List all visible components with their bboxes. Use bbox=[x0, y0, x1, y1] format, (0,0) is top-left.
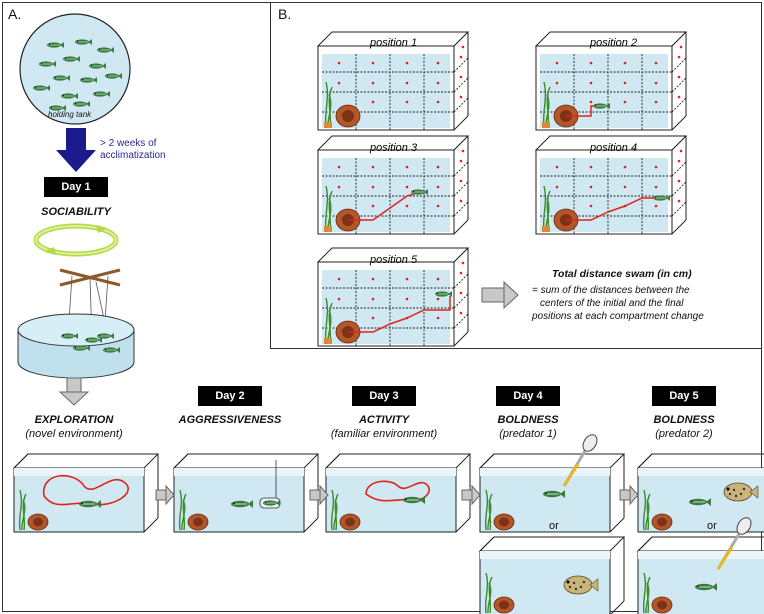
day2-box: Day 2 bbox=[198, 386, 262, 406]
day4-box: Day 4 bbox=[496, 386, 560, 406]
total-distance-line3: positions at each compartment change bbox=[532, 311, 704, 322]
day5-or-label: or bbox=[707, 520, 717, 532]
position-4-tank bbox=[535, 135, 687, 235]
position-5-tank bbox=[317, 247, 469, 347]
position-3-tank bbox=[317, 135, 469, 235]
result-arrow-icon bbox=[481, 280, 519, 310]
exploration-phase: EXPLORATION bbox=[34, 414, 114, 426]
day5-phase: BOLDNESS bbox=[653, 414, 715, 426]
exploration-tank bbox=[13, 453, 159, 533]
day3-phase: ACTIVITY bbox=[358, 414, 410, 426]
day3-tank bbox=[325, 453, 471, 533]
position-4-label: position 4 bbox=[590, 142, 638, 154]
day5-box: Day 5 bbox=[652, 386, 716, 406]
day4-phase: BOLDNESS bbox=[497, 414, 559, 426]
position-1-label: position 1 bbox=[370, 37, 418, 49]
position-2-label: position 2 bbox=[590, 37, 638, 49]
total-distance-line1: = sum of the distances between the bbox=[532, 285, 690, 296]
day4-or-label: or bbox=[549, 520, 559, 532]
swirl-arrow-icon bbox=[33, 223, 119, 257]
day4-tank-alt bbox=[479, 536, 625, 614]
panel-b-label: B. bbox=[278, 6, 292, 22]
day3-sub: (familiar environment) bbox=[330, 428, 438, 440]
day1-phase: SOCIABILITY bbox=[41, 206, 111, 218]
day1-box: Day 1 bbox=[44, 177, 108, 197]
acclimatization-line2: acclimatization bbox=[100, 150, 166, 161]
acclimatization-line1: > 2 weeks of bbox=[100, 138, 157, 149]
total-distance-title: Total distance swam (in cm) bbox=[552, 268, 692, 280]
day4-tank bbox=[479, 430, 625, 533]
position-2-tank bbox=[535, 31, 687, 131]
position-3-label: position 3 bbox=[370, 142, 418, 154]
panel-b-border bbox=[270, 2, 762, 349]
day2-phase: AGGRESSIVENESS bbox=[178, 414, 282, 426]
day4-sub: (predator 1) bbox=[499, 428, 557, 440]
position-5-label: position 5 bbox=[370, 254, 418, 266]
exploration-sub: (novel environment) bbox=[25, 428, 123, 440]
holding-tank-label: holding tank bbox=[48, 110, 92, 119]
acclimatization-arrow-icon bbox=[56, 128, 96, 172]
grey-down-arrow-icon bbox=[58, 377, 90, 406]
day3-box: Day 3 bbox=[352, 386, 416, 406]
total-distance-line2: centers of the initial and the final bbox=[540, 298, 684, 309]
day2-tank bbox=[173, 453, 319, 533]
panel-a-label: A. bbox=[8, 6, 22, 22]
day5-sub: (predator 2) bbox=[655, 428, 713, 440]
right-arrow-icon bbox=[155, 484, 639, 506]
